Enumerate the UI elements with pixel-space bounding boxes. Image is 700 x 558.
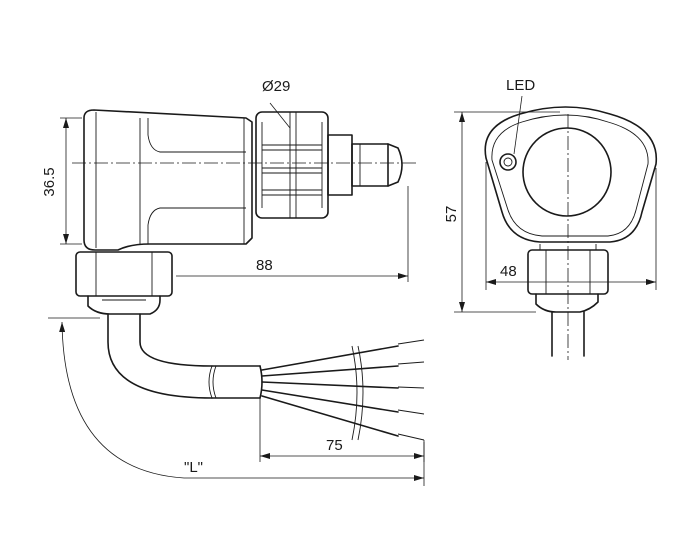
knurled-nut [255, 111, 329, 219]
wires [261, 339, 425, 441]
dim-label-diameter: Ø29 [262, 78, 290, 95]
dim-width-front: 48 [485, 162, 657, 290]
cable-gland [75, 251, 173, 315]
dim-length-total: 88 [176, 186, 409, 282]
front-view: LED 57 48 [443, 77, 658, 360]
dim-diameter: Ø29 [262, 78, 290, 129]
sensor-housing [83, 109, 253, 251]
front-lens [522, 127, 612, 217]
dim-wire-length: 75 [259, 398, 425, 462]
led-icon [499, 153, 517, 171]
dim-label-75: 75 [326, 437, 343, 454]
led-indicator: LED [499, 77, 535, 171]
dim-height-side: 36.5 [41, 117, 82, 245]
sensor-probe [327, 134, 403, 196]
dim-label-57: 57 [443, 206, 460, 223]
front-housing [484, 106, 658, 243]
dim-label-88: 88 [256, 257, 273, 274]
dim-cable-length: "L" [48, 317, 425, 486]
dim-label-48: 48 [500, 263, 517, 280]
cable [107, 313, 263, 399]
dim-label-36-5: 36.5 [41, 167, 58, 196]
side-view: 36.5 Ø29 88 75 "L" [41, 78, 425, 486]
dim-height-front: 57 [443, 111, 560, 313]
led-label: LED [506, 77, 535, 94]
dim-label-l: "L" [184, 459, 203, 476]
